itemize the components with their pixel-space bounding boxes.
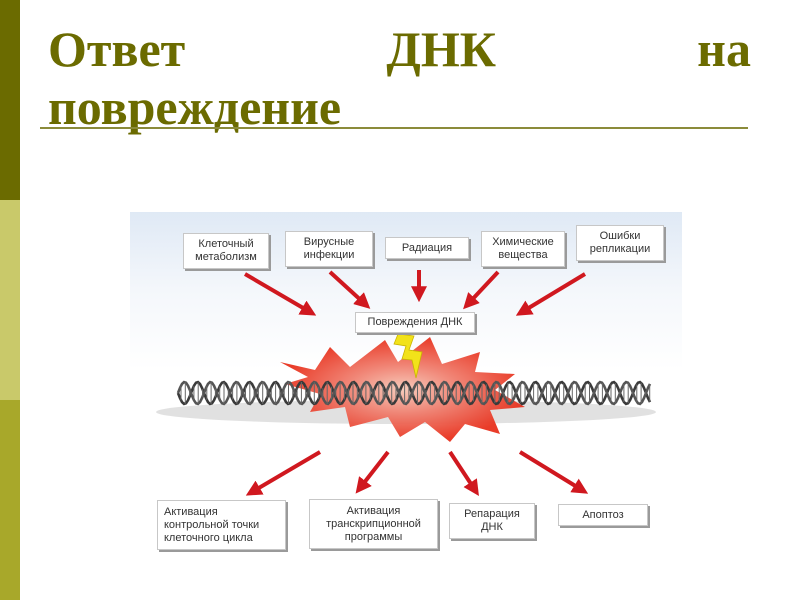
arrow-to-apoptosis: [518, 450, 589, 494]
response-apoptosis: Апоптоз: [558, 504, 648, 526]
source-replication-errors: Ошибки репликации: [576, 225, 664, 261]
arrow-viral-to-damage: [328, 270, 371, 309]
sidebar-bar-mid: [0, 400, 20, 600]
sidebar-bar-light: [0, 200, 20, 400]
source-radiation: Радиация: [385, 237, 469, 259]
title-word-2: ДНК: [386, 21, 496, 77]
dna-damage-label: Повреждения ДНК: [355, 312, 475, 333]
source-cellular-metabolism: Клеточный метаболизм: [183, 233, 269, 269]
damage-burst: [280, 337, 525, 442]
arrow-replication-to-damage: [515, 272, 587, 316]
arrow-metabolism-to-damage: [243, 272, 317, 316]
response-checkpoint-activation: Активация контрольной точки клеточного ц…: [157, 500, 286, 550]
sidebar-bar-dark-top: [0, 0, 20, 200]
source-viral-infections: Вирусные инфекции: [285, 231, 373, 267]
arrow-chemicals-to-damage: [463, 270, 500, 310]
source-chemicals: Химические вещества: [481, 231, 565, 267]
dna-strand-b: [176, 380, 652, 406]
dna-damage-response-diagram: Клеточный метаболизм Вирусные инфекции Р…: [130, 212, 682, 563]
lightning-icon: [393, 333, 423, 379]
title-word-3: на: [697, 21, 751, 77]
arrow-to-transcription: [355, 450, 390, 494]
diagram-graphics: [156, 270, 656, 497]
slide-title: Ответ ДНК на повреждение: [48, 20, 751, 136]
arrow-to-repair: [448, 450, 479, 497]
title-underline: [40, 127, 748, 129]
response-transcription-activation: Активация транскрипционной программы: [309, 499, 438, 549]
dna-base-pairs: [180, 382, 651, 404]
title-word-1: Ответ: [48, 21, 186, 77]
title-line-1: Ответ ДНК на: [48, 20, 751, 78]
response-dna-repair: Репарация ДНК: [449, 503, 535, 539]
arrow-to-checkpoint: [245, 450, 322, 496]
title-line-2: повреждение: [48, 79, 342, 135]
